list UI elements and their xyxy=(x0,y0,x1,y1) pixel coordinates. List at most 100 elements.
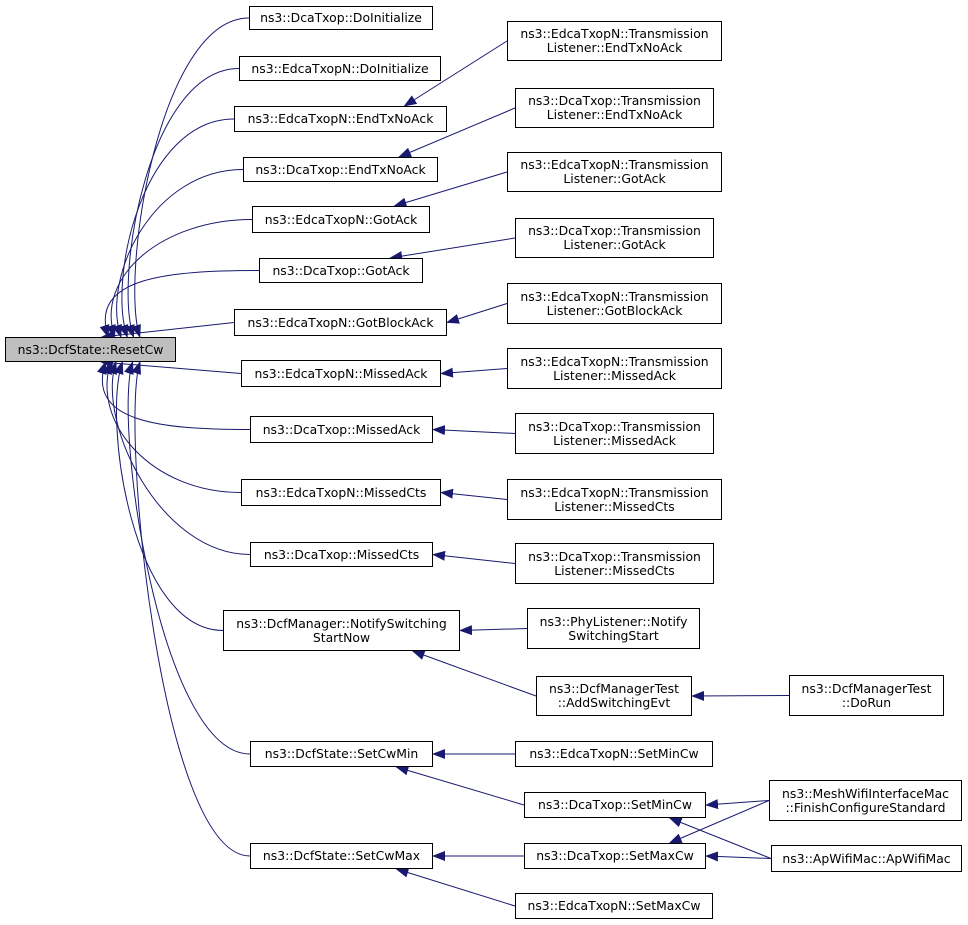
node-label: Listener::MissedAck xyxy=(553,367,676,383)
function-node[interactable]: ns3::EdcaTxopN::GotAck xyxy=(252,206,430,233)
call-edge-p1-n12 xyxy=(459,625,528,636)
node-label: ns3::DcfState::ResetCw xyxy=(17,341,164,357)
node-label: ::DoRun xyxy=(841,694,892,710)
call-edge-t5-n7 xyxy=(446,303,508,324)
function-node[interactable]: ns3::EdcaTxopN::SetMinCw xyxy=(515,741,713,767)
call-edge-m4-n14 xyxy=(395,867,516,907)
call-edge-n12-root xyxy=(113,361,224,631)
function-node[interactable]: ns3::EdcaTxopN::GotBlockAck xyxy=(234,309,447,336)
node-label: ns3::PhyListener::Notify xyxy=(539,613,688,629)
function-node[interactable]: ns3::DcaTxop::SetMinCw xyxy=(524,792,706,818)
node-label: ::AddSwitchingEvt xyxy=(557,695,671,710)
node-label: ns3::DcaTxop::Transmission xyxy=(528,418,701,434)
node-label: ns3::DcaTxop::SetMaxCw xyxy=(536,848,694,863)
call-edge-w2-m3 xyxy=(705,851,772,862)
function-node[interactable]: ns3::DcfState::SetCwMax xyxy=(250,843,433,869)
node-label: ns3::DcfManagerTest xyxy=(801,680,932,696)
function-node[interactable]: ns3::EdcaTxopN::SetMaxCw xyxy=(515,893,713,919)
function-node[interactable]: ns3::EdcaTxopN::MissedAck xyxy=(241,360,441,387)
node-label: ns3::DcfState::SetCwMin xyxy=(264,746,419,761)
function-node[interactable]: ns3::ApWifiMac::ApWifiMac xyxy=(771,845,962,872)
call-edge-n2-root xyxy=(125,68,240,338)
node-label: Listener::MissedAck xyxy=(553,432,676,448)
node-label: SwitchingStart xyxy=(568,627,659,643)
node-label: ns3::DcaTxop::EndTxNoAck xyxy=(255,161,426,177)
node-label: ns3::DcfState::SetCwMax xyxy=(262,848,421,863)
node-label: ns3::DcfManagerTest xyxy=(549,681,679,696)
node-label: ns3::EdcaTxopN::Transmission xyxy=(520,26,709,41)
call-edge-n6-root xyxy=(99,270,260,338)
node-label: ns3::MeshWifiInterfaceMac xyxy=(782,785,949,801)
node-label: ns3::EdcaTxopN::MissedAck xyxy=(254,365,428,381)
function-node[interactable]: ns3::DcfManagerTest::AddSwitchingEvt xyxy=(536,676,692,716)
function-node[interactable]: ns3::DcfState::SetCwMin xyxy=(250,741,433,767)
call-edge-n3-root xyxy=(118,118,235,338)
call-edge-t4-n6 xyxy=(389,237,516,262)
node-label: ns3::DcaTxop::MissedCts xyxy=(263,546,420,562)
function-node[interactable]: ns3::DcaTxop::GotAck xyxy=(259,258,423,283)
call-edge-w1-m2 xyxy=(705,799,770,810)
node-label: ns3::EdcaTxopN::GotBlockAck xyxy=(247,314,434,330)
call-edge-n4-root xyxy=(112,169,244,338)
call-edge-w1-m3 xyxy=(668,800,770,844)
call-edge-n11-root xyxy=(107,361,251,555)
call-edge-n7-root xyxy=(100,322,235,341)
root-function-node[interactable]: ns3::DcfState::ResetCw xyxy=(5,337,176,362)
node-label: ns3::DcaTxop::GotAck xyxy=(272,262,410,278)
call-edge-p3-p2 xyxy=(691,690,790,701)
function-node[interactable]: ns3::DcaTxop::EndTxNoAck xyxy=(243,157,438,182)
function-node[interactable]: ns3::DcaTxop::SetMaxCw xyxy=(524,843,706,869)
call-edge-m2-n13 xyxy=(395,765,525,806)
node-label: ns3::ApWifiMac::ApWifiMac xyxy=(782,850,951,866)
function-node[interactable]: ns3::DcaTxop::DoInitialize xyxy=(249,6,433,30)
node-label: ns3::DcaTxop::DoInitialize xyxy=(260,10,422,25)
call-edge-t1-n3 xyxy=(403,40,508,107)
call-edge-t7-n9 xyxy=(432,425,516,436)
function-node[interactable]: ns3::EdcaTxopN::MissedCts xyxy=(241,479,441,506)
call-edge-t3-n5 xyxy=(393,171,508,208)
node-label: ns3::DcaTxop::Transmission xyxy=(528,223,701,238)
node-label: ns3::EdcaTxopN::GotAck xyxy=(264,211,418,227)
function-node[interactable]: ns3::DcaTxop::MissedAck xyxy=(250,416,433,443)
call-edge-t8-n10 xyxy=(440,488,508,500)
node-label: ns3::DcaTxop::Transmission xyxy=(528,93,701,108)
node-label: Listener::EndTxNoAck xyxy=(546,107,683,122)
function-node[interactable]: ns3::DcaTxop::MissedCts xyxy=(250,542,433,567)
node-label: ns3::DcfManager::NotifySwitching xyxy=(236,615,447,631)
call-edge-p2-n12 xyxy=(411,650,537,697)
node-label: Listener::EndTxNoAck xyxy=(546,40,683,55)
node-label: ns3::DcaTxop::SetMinCw xyxy=(538,797,692,812)
call-edge-n13-root xyxy=(124,361,251,755)
node-label: Listener::GotBlockAck xyxy=(546,302,683,318)
node-label: ns3::DcaTxop::Transmission xyxy=(528,548,701,564)
node-label: Listener::MissedCts xyxy=(554,562,675,578)
node-label: Listener::MissedCts xyxy=(554,498,675,514)
node-label: ns3::EdcaTxopN::Transmission xyxy=(520,484,709,500)
function-node[interactable]: ns3::MeshWifiInterfaceMac::FinishConfigu… xyxy=(769,780,962,821)
node-label: Listener::GotAck xyxy=(563,237,666,252)
function-node[interactable]: ns3::EdcaTxopN::EndTxNoAck xyxy=(234,106,447,132)
node-label: ns3::EdcaTxopN::SetMaxCw xyxy=(527,898,701,913)
call-edge-n5-root xyxy=(106,219,253,338)
call-edge-n9-root xyxy=(97,361,251,430)
node-label: ::FinishConfigureStandard xyxy=(785,799,946,815)
node-label: ns3::EdcaTxopN::Transmission xyxy=(520,288,709,304)
call-edge-w2-m2 xyxy=(668,817,772,859)
call-edge-n10-root xyxy=(102,361,242,493)
function-node[interactable]: ns3::DcfManagerTest::DoRun xyxy=(789,675,944,716)
function-node[interactable]: ns3::EdcaTxopN::DoInitialize xyxy=(239,56,441,81)
call-edge-t6-n8 xyxy=(440,367,508,378)
edges-layer xyxy=(97,17,790,907)
